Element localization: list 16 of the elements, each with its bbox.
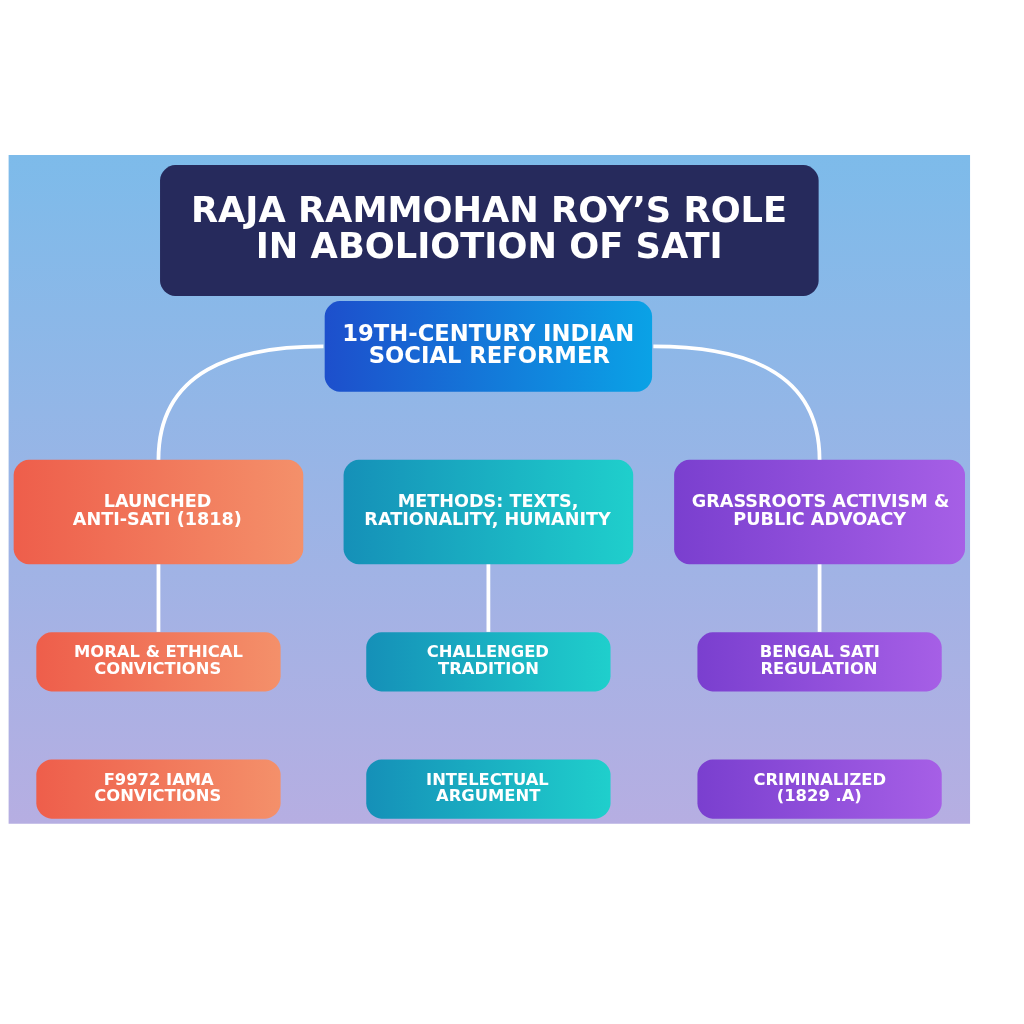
node-box: MORAL & ETHICAL CONVICTIONS: [36, 632, 281, 692]
diagram-title: RAJA RAMMOHAN ROY’S ROLE IN ABOLIOTION OF SATI: [190, 189, 788, 266]
node-box: INTELECTUAL ARGUMENT: [366, 759, 611, 819]
node-box: METHODS: TEXTS, RATIONALITY, HUMANITY: [343, 459, 634, 565]
node-box: 19TH-CENTURY INDIAN SOCIAL REFORMER: [324, 301, 653, 392]
node-box: F9972 IAMA CONVICTIONS: [36, 759, 281, 819]
connector: [156, 344, 324, 460]
connector: [817, 564, 822, 632]
connector: [486, 564, 491, 632]
connector: [653, 344, 822, 460]
node-box: CRIMINALIZED (1829 .A): [697, 759, 942, 819]
connector: [156, 564, 161, 632]
node-box: CHALLENGED TRADITION: [366, 632, 611, 692]
node-box: GRASSROOTS ACTIVISM & PUBLIC ADVOACY: [674, 459, 965, 565]
node-box: LAUNCHED ANTI-SATI (1818): [13, 459, 304, 565]
node-box: BENGAL SATI REGULATION: [697, 632, 942, 692]
